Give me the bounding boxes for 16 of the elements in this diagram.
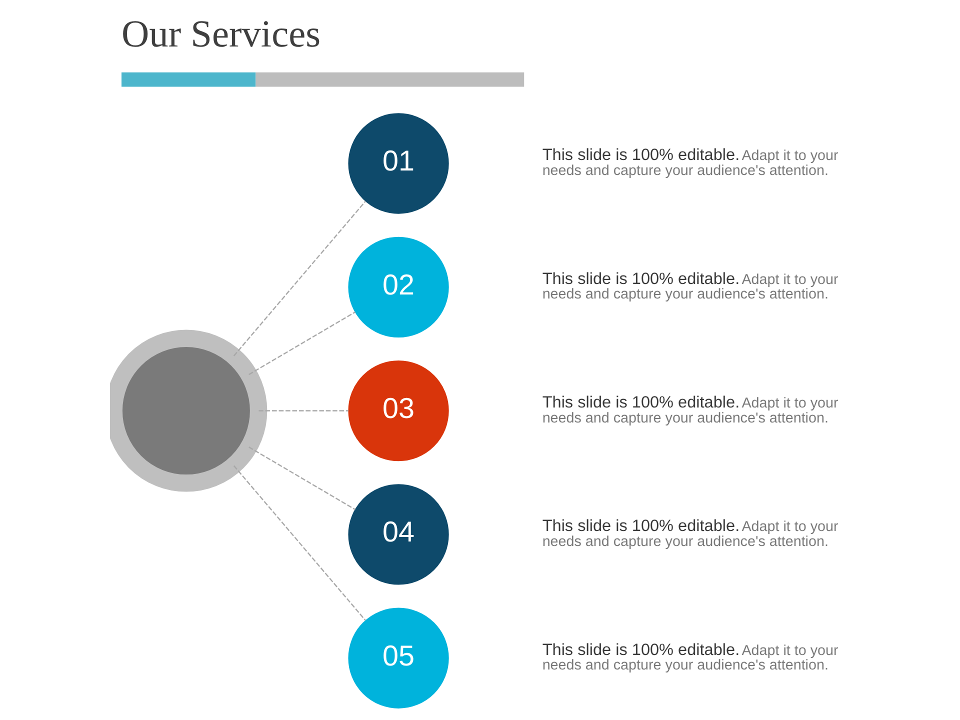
diagram-title: Our Services <box>121 14 320 56</box>
node-label: Adapt it to your <box>741 396 838 412</box>
node-label: This slide is 100% editable. <box>542 640 740 659</box>
node-label: needs and capture your audience's attention. <box>542 658 828 674</box>
node-label: needs and capture your audience's attention. <box>542 162 828 179</box>
node-label: Adapt it to your <box>741 519 838 536</box>
node-label: needs and capture your audience's attention. <box>542 286 828 303</box>
node-label: Adapt it to your <box>741 272 838 288</box>
node-label: needs and capture your audience's attention. <box>542 410 828 426</box>
node-label: This slide is 100% editable. <box>542 146 740 164</box>
node-label: This slide is 100% editable. <box>542 517 740 536</box>
node-label: Adapt it to your <box>741 148 838 164</box>
node-label: This slide is 100% editable. <box>542 270 740 288</box>
node-label: needs and capture your audience's attention. <box>542 534 828 550</box>
node-label: This slide is 100% editable. <box>542 394 740 412</box>
node-label: Adapt it to your <box>741 642 838 659</box>
